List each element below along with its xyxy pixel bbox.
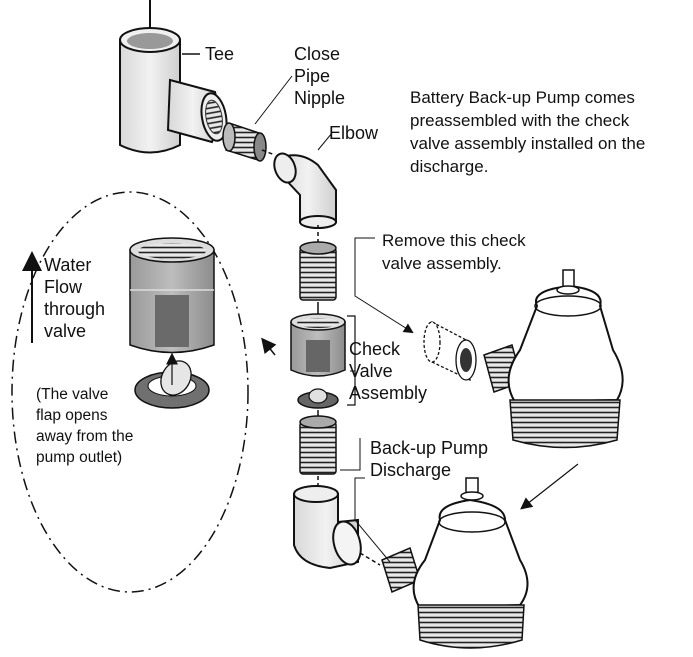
lower-vertical-nipple [299, 415, 337, 475]
label-check-valve-assembly: Check Valve Assembly [349, 339, 428, 403]
label-valve-flap-note: (The valve flap opens away from the pump… [36, 386, 134, 466]
label-tee: Tee [205, 44, 235, 64]
upper-vertical-nipple [299, 241, 337, 301]
label-water-flow: Water Flow through valve [44, 255, 106, 341]
label-close-pipe-nipple: Close Pipe Nipple [294, 44, 346, 108]
detail-valve-flap [134, 352, 210, 409]
check-valve-body [290, 313, 346, 377]
removed-check-valve [423, 320, 477, 382]
detail-callout-boundary [11, 191, 249, 593]
lower-elbow [293, 485, 362, 570]
upper-elbow [273, 152, 337, 229]
label-elbow: Elbow [329, 123, 379, 143]
detail-valve-body [129, 237, 215, 354]
check-valve-flap [297, 388, 339, 409]
note-preassembled: Battery Back-up Pump comes preassembled … [410, 88, 646, 176]
close-pipe-nipple [222, 122, 267, 162]
backup-pump [381, 477, 529, 649]
tee-fitting [119, 0, 228, 154]
battery-backup-pump [483, 269, 624, 449]
label-remove-check-valve: Remove this check valve assembly. [382, 231, 526, 273]
label-backup-pump-discharge: Back-up Pump Discharge [370, 438, 489, 480]
